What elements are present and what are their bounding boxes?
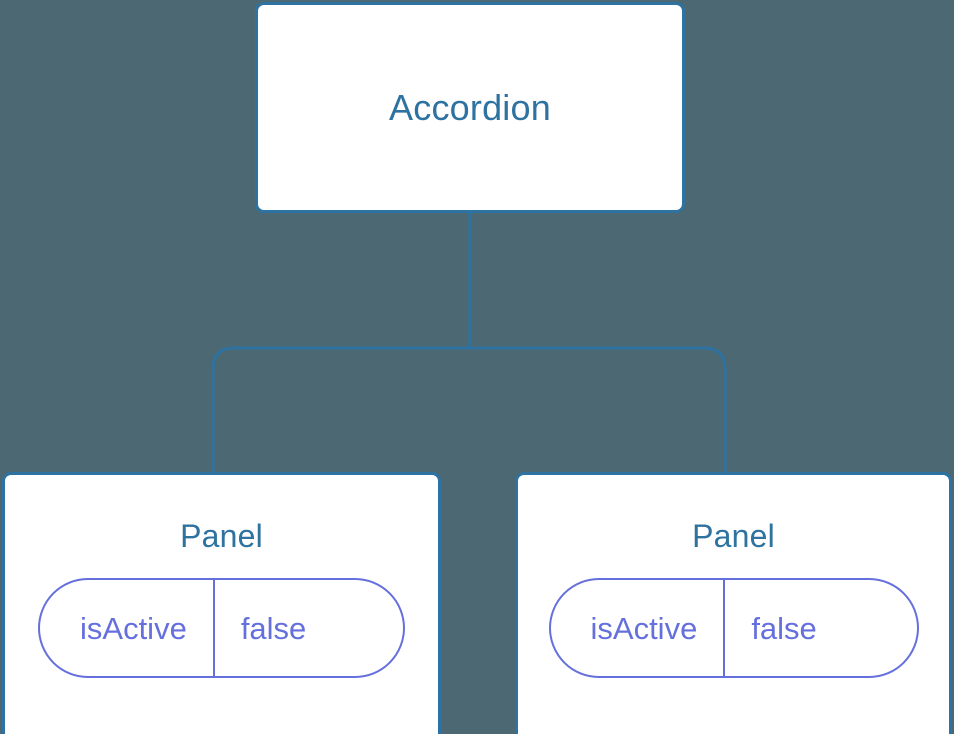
prop-value-isactive-left: false bbox=[240, 610, 307, 646]
prop-pill-isactive-left[interactable]: isActive false bbox=[38, 578, 405, 679]
node-panel-left[interactable]: Panel isActive false bbox=[2, 472, 441, 734]
node-panel-right-title: Panel bbox=[692, 518, 775, 554]
edge-accordion-to-panel-left bbox=[211, 212, 472, 474]
prop-key-isactive-left: isActive bbox=[40, 580, 215, 677]
node-accordion-title: Accordion bbox=[389, 86, 551, 128]
prop-value-isactive-right: false bbox=[751, 610, 817, 646]
prop-key-isactive-right: isActive bbox=[551, 580, 726, 677]
node-panel-right[interactable]: Panel isActive false bbox=[515, 472, 952, 734]
edge-accordion-to-panel-right bbox=[468, 212, 727, 474]
node-accordion[interactable]: Accordion bbox=[255, 2, 685, 213]
node-panel-left-title: Panel bbox=[180, 518, 263, 554]
prop-pill-isactive-right[interactable]: isActive false bbox=[548, 578, 919, 679]
